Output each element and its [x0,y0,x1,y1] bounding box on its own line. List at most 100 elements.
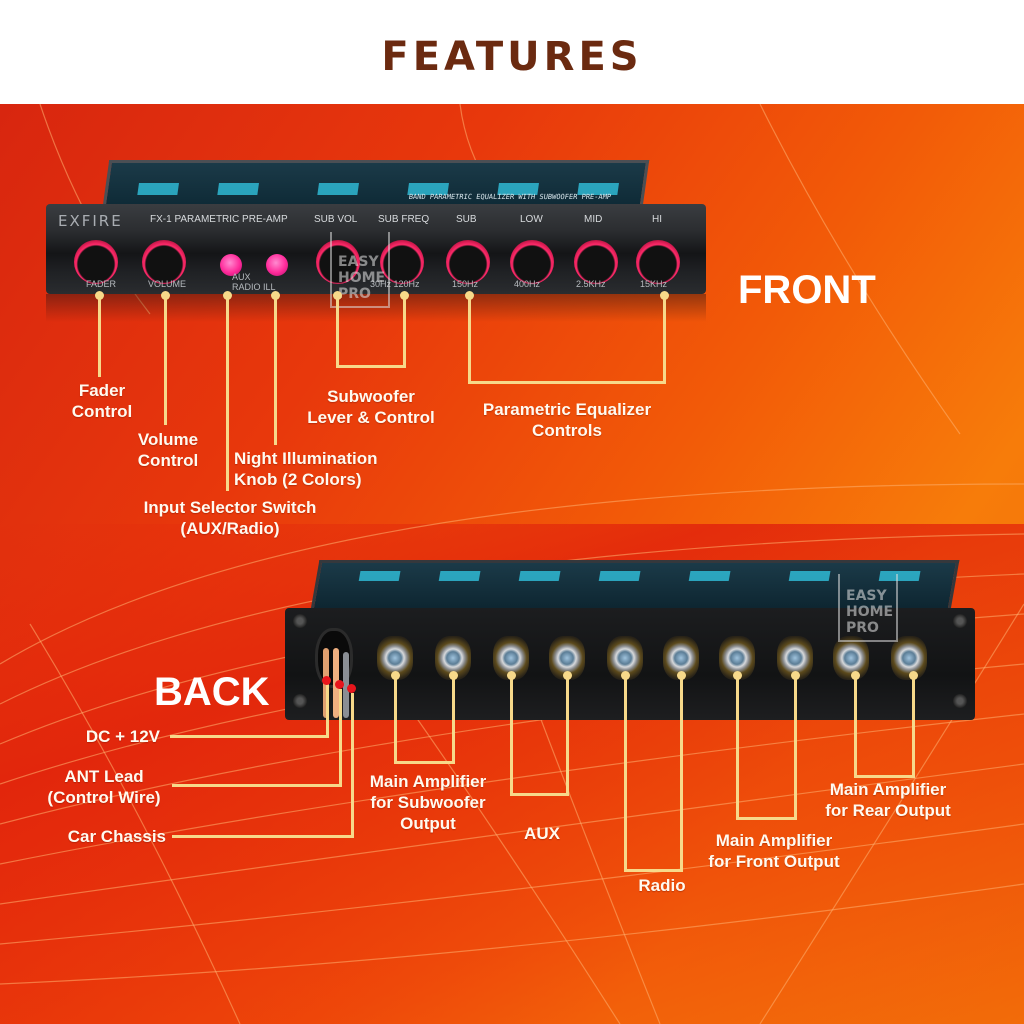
watermark-line-3: PRO [846,620,879,636]
callout-line-sub-out [394,675,397,763]
caption-low: LOW [520,214,543,225]
screw-icon [293,694,307,708]
label-parametric-eq: Parametric Equalizer Controls [482,400,652,440]
watermark-line-2: HOME [846,604,894,620]
callout-bracket-aux [510,793,569,796]
wire-marker [347,684,356,693]
model-caption: FX-1 PARAMETRIC PRE-AMP [150,214,288,225]
front-panel-image: BAND PARAMETRIC EQUALIZER WITH SUBWOOFER… [46,160,706,325]
label-dc-12v: DC + 12V [85,727,160,746]
background-curves [0,104,1024,1024]
callout-line-chassis [172,835,354,838]
caption-hi: HI [652,214,662,225]
watermark-logo: EASY HOME PRO [846,588,893,636]
screw-icon [293,614,307,628]
hi-eq-knob [636,240,680,284]
label-front-output: Main Amplifier for Front Output [708,831,840,871]
label-input-selector: Input Selector Switch (AUX/Radio) [143,498,317,538]
label-radio: Radio [638,876,686,895]
callout-line-sub-out [452,675,455,763]
illumination-button [266,254,288,276]
back-heading: BACK [154,670,270,714]
caption-400hz: 400Hz [514,279,541,289]
watermark-frame [330,232,390,308]
callout-line-volume [164,295,167,425]
back-panel-image [285,560,975,720]
caption-sub: SUB [456,214,477,225]
caption-aux: AUX [232,272,251,282]
page-title: FEATURES [381,34,643,80]
front-heading: FRONT [738,268,876,312]
label-sub-output: Main Amplifier for Subwoofer Output [369,772,487,833]
callout-line-radio [624,675,627,871]
caption-mid: MID [584,214,603,225]
callout-line-dc [326,685,329,737]
callout-line-ant [339,689,342,786]
callout-line-rear-out [854,675,857,777]
label-fader-control: Fader Control [71,381,133,421]
screw-icon [953,694,967,708]
caption-2-5khz: 2.5KHz [576,279,606,289]
screen-text: BAND PARAMETRIC EQUALIZER WITH SUBWOOFER… [408,193,612,201]
callout-line-input-selector [226,295,229,491]
input-selector-button [220,254,242,276]
watermark-frame [838,574,898,642]
callout-line-ant [172,784,342,787]
watermark-line-2: HOME [338,270,386,286]
front-faceplate: EXFIRE FX-1 PARAMETRIC PRE-AMP SUB VOL S… [46,204,706,294]
caption-volume: VOLUME [148,279,187,289]
wire-marker [335,680,344,689]
caption-sub-vol: SUB VOL [314,214,358,225]
label-aux: AUX [524,824,560,843]
sub-vol-knob [316,240,360,284]
callout-bracket-radio [624,869,683,872]
caption-sub-freq-range: 30Hz 120Hz [370,279,420,289]
callout-line-dc [170,735,329,738]
callout-line-front-out [794,675,797,819]
sub-eq-knob [446,240,490,284]
callout-bracket-eq [468,381,666,384]
label-car-chassis: Car Chassis [67,827,166,846]
callout-line-eq [663,295,666,383]
callout-bracket-sub-out [394,761,455,764]
screw-icon [953,614,967,628]
label-rear-output: Main Amplifier for Rear Output [825,780,951,820]
callout-line-front-out [736,675,739,819]
callout-bracket-subwoofer [336,365,406,368]
callout-line-subwoofer [403,295,406,367]
device-top-pcb: BAND PARAMETRIC EQUALIZER WITH SUBWOOFER… [102,160,650,206]
callout-line-aux [510,675,513,795]
label-night-illumination: Night Illumination Knob (2 Colors) [234,449,378,489]
feature-graphic: BAND PARAMETRIC EQUALIZER WITH SUBWOOFER… [0,104,1024,1024]
callout-line-aux [566,675,569,795]
callout-line-radio [680,675,683,871]
callout-line-rear-out [912,675,915,777]
fader-knob [74,240,118,284]
watermark-line-1: EASY [338,254,379,270]
caption-sub-freq: SUB FREQ [378,214,430,225]
label-ant-lead: ANT Lead (Control Wire) [47,767,161,807]
callout-bracket-rear-out [854,775,915,778]
mid-eq-knob [574,240,618,284]
callout-bracket-front-out [736,817,797,820]
watermark-line-3: PRO [338,286,371,302]
callout-line-subwoofer [336,295,339,367]
watermark-line-1: EASY [846,588,887,604]
label-volume-control: Volume Control [137,430,199,470]
brand-logo: EXFIRE [58,212,123,230]
caption-fader: FADER [86,279,117,289]
callout-line-fader [98,295,101,377]
header: FEATURES [0,0,1024,104]
wire-marker [322,676,331,685]
wire-chassis [343,652,349,718]
volume-knob [142,240,186,284]
caption-150hz: 150Hz [452,279,479,289]
callout-line-eq [468,295,471,383]
rear-panel [285,608,975,720]
watermark-logo: EASY HOME PRO [338,254,385,302]
device-reflection [46,294,706,322]
callout-line-chassis [351,693,354,837]
label-subwoofer: Subwoofer Lever & Control [307,387,435,427]
caption-15khz: 15KHz [640,279,668,289]
low-eq-knob [510,240,554,284]
